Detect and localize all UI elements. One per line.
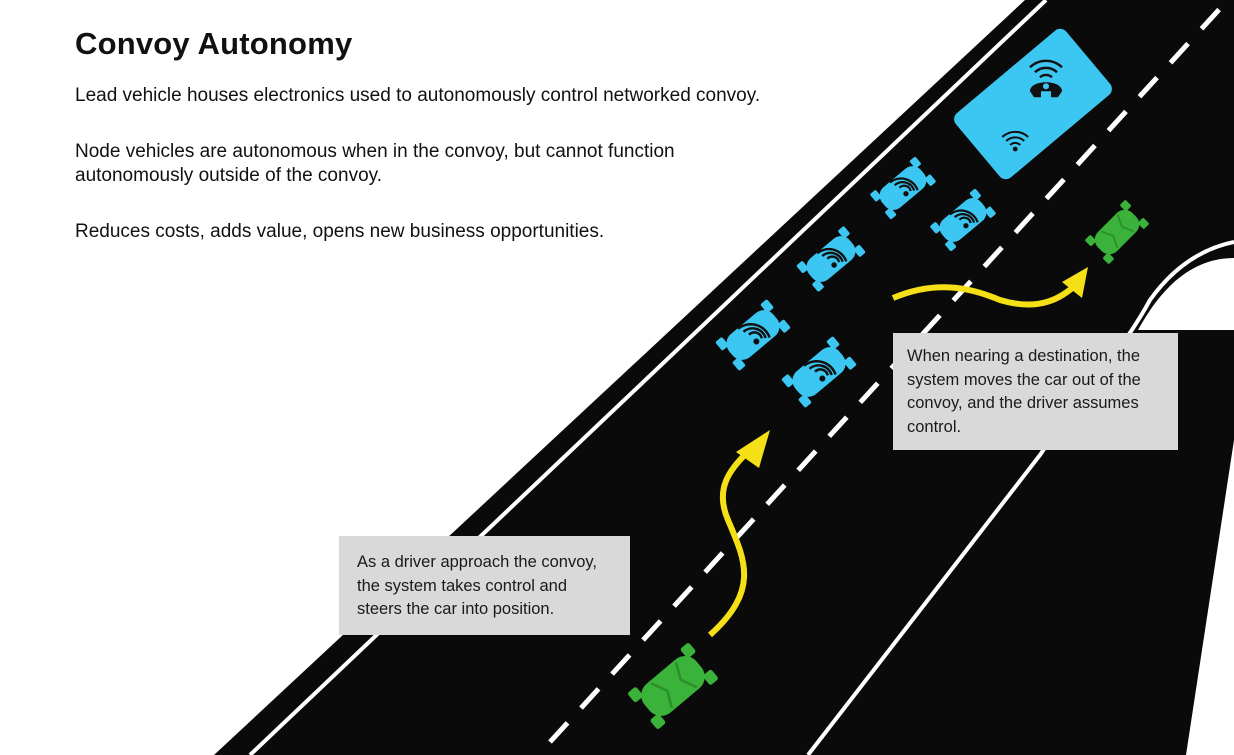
exiting-arrowhead [1062,267,1088,298]
exiting-path-arrow [891,280,1081,308]
center-lane-divider [548,0,1228,744]
off-road-area [1186,440,1234,755]
remote-driver-icon [1029,59,1063,98]
point-node-vehicles: Node vehicles are autonomous when in the… [75,141,675,186]
intro-text: Convoy Autonomy Lead vehicle houses elec… [75,26,855,276]
page-title: Convoy Autonomy [75,26,353,61]
callout-entering: As a driver approach the convoy, the sys… [339,536,630,635]
callout-exiting: When nearing a destination, the system m… [893,333,1178,450]
point-benefits: Reduces costs, adds value, opens new bus… [75,221,605,242]
wireless-signal-icon [1001,130,1029,152]
entering-path-arrow [707,447,753,638]
lead-vehicle [954,28,1112,180]
point-lead-vehicle: Lead vehicle houses electronics used to … [75,85,761,106]
entering-arrowhead [736,430,770,468]
exit-ramp-edge [1138,258,1234,330]
